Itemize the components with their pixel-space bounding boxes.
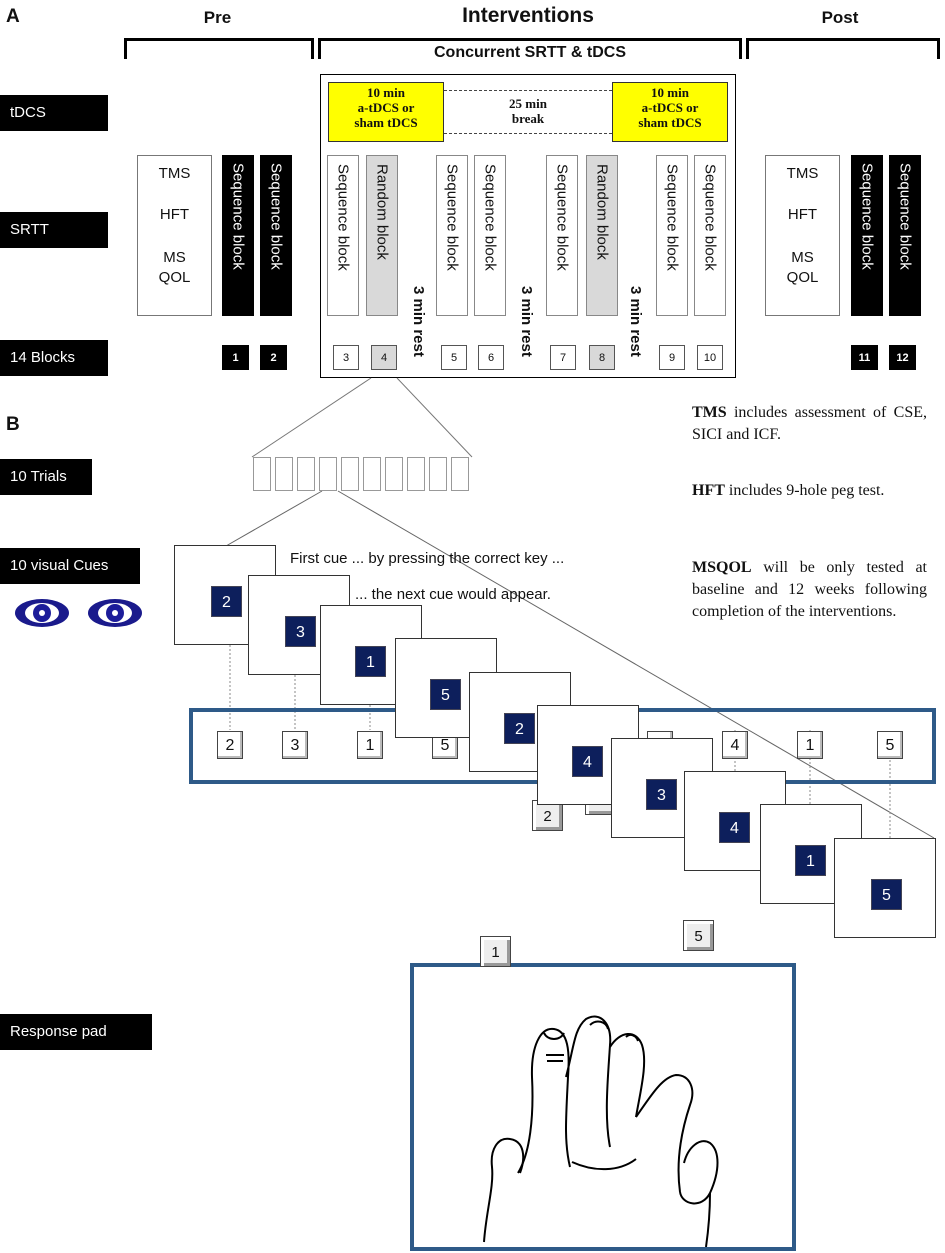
trial-box [253,457,271,491]
rest-2: 3 min rest [518,286,535,357]
block-number-6: 6 [478,345,504,370]
rest-3: 3 min rest [627,286,644,357]
sequence-key: 1 [797,731,823,759]
note-tms: TMS includes assessment of CSE, SICI and… [692,404,927,443]
sequence-block-3: Sequence block [327,155,359,316]
row-label-srtt: SRTT [0,212,108,248]
cue-square: 2 [504,713,535,744]
trial-box [297,457,315,491]
pre-sequence-block-2: Sequence block [260,155,292,316]
trial-box [385,457,403,491]
cue-square: 5 [430,679,461,710]
sequence-block-5: Sequence block [436,155,468,316]
cue-square: 4 [719,812,750,843]
cue-screen: 5 [834,838,936,938]
sequence-key: 3 [282,731,308,759]
pre-tms-label: TMS [158,165,191,182]
random-block-8: Random block [586,155,618,316]
note-hft: HFT includes 9-hole peg test. [692,482,885,499]
response-key-1[interactable]: 1 [480,936,511,967]
post-sequence-block-1: Sequence block [851,155,883,316]
cue-square: 3 [646,779,677,810]
block-number-9: 9 [659,345,685,370]
cue-square: 5 [871,879,902,910]
intervention-frame [320,74,736,378]
block-number-4: 4 [371,345,397,370]
block-number-1: 1 [222,345,249,370]
pre-sequence-block-1: Sequence block [222,155,254,316]
post-ms-label: MS [791,249,814,266]
cue-square: 3 [285,616,316,647]
trial-box [451,457,469,491]
sequence-block-9: Sequence block [656,155,688,316]
post-qol-label: QOL [786,269,819,286]
phase-pre: Pre [203,8,232,27]
eyes-icon [15,599,142,627]
trial-box [363,457,381,491]
cue-square: 1 [355,646,386,677]
block-number-5: 5 [441,345,467,370]
sequence-block-7: Sequence block [546,155,578,316]
block-number-10: 10 [697,345,723,370]
row-label-blocks: 14 Blocks [0,340,108,376]
block-number-7: 7 [550,345,576,370]
post-bracket [746,38,940,59]
pre-bracket [124,38,314,59]
trial-box [275,457,293,491]
trial-box [429,457,447,491]
random-block-4: Random block [366,155,398,316]
rest-1: 3 min rest [410,286,427,357]
pre-qol-label: QOL [158,269,191,286]
hand-illustration [483,1015,719,1247]
sequence-key: 4 [722,731,748,759]
sequence-block-10: Sequence block [694,155,726,316]
panel-a-label: A [6,6,20,27]
post-hft-label: HFT [787,206,818,223]
post-tms-label: TMS [786,165,819,182]
pre-hft-label: HFT [159,206,190,223]
row-label-tdcs: tDCS [0,95,108,131]
sequence-key: 2 [217,731,243,759]
cue-square: 2 [211,586,242,617]
response-key-5[interactable]: 5 [683,920,714,951]
sequence-key: 5 [877,731,903,759]
block-number-12: 12 [889,345,916,370]
concurrent-title: Concurrent SRTT & tDCS [434,44,626,61]
cue-caption-first: First cue ... by pressing the correct ke… [290,550,565,567]
cue-caption-next: ... the next cue would appear. [355,586,551,603]
panel-b-label: B [6,414,20,435]
block-number-11: 11 [851,345,878,370]
sequence-block-6: Sequence block [474,155,506,316]
trial-box [319,457,337,491]
pre-ms-label: MS [163,249,186,266]
phase-post: Post [821,8,859,27]
row-label-cues: 10 visual Cues [0,548,140,584]
interventions-bracket [318,38,742,59]
trial-boxes [253,457,475,491]
response-key-2[interactable]: 2 [532,800,563,831]
block-number-2: 2 [260,345,287,370]
post-sequence-block-2: Sequence block [889,155,921,316]
pre-assessment-box: TMS HFT MS QOL [137,155,212,316]
response-pad-frame [410,963,796,1251]
phase-interventions: Interventions [462,4,594,27]
cue-square: 4 [572,746,603,777]
note-msqol: MSQOL will be only tested at baseline an… [692,559,927,620]
block-number-3: 3 [333,345,359,370]
cue-square: 1 [795,845,826,876]
block-number-8: 8 [589,345,615,370]
trial-box [341,457,359,491]
trial-box [407,457,425,491]
post-assessment-box: TMS HFT MS QOL [765,155,840,316]
row-label-trials: 10 Trials [0,459,92,495]
sequence-key: 1 [357,731,383,759]
row-label-response-pad: Response pad [0,1014,152,1050]
